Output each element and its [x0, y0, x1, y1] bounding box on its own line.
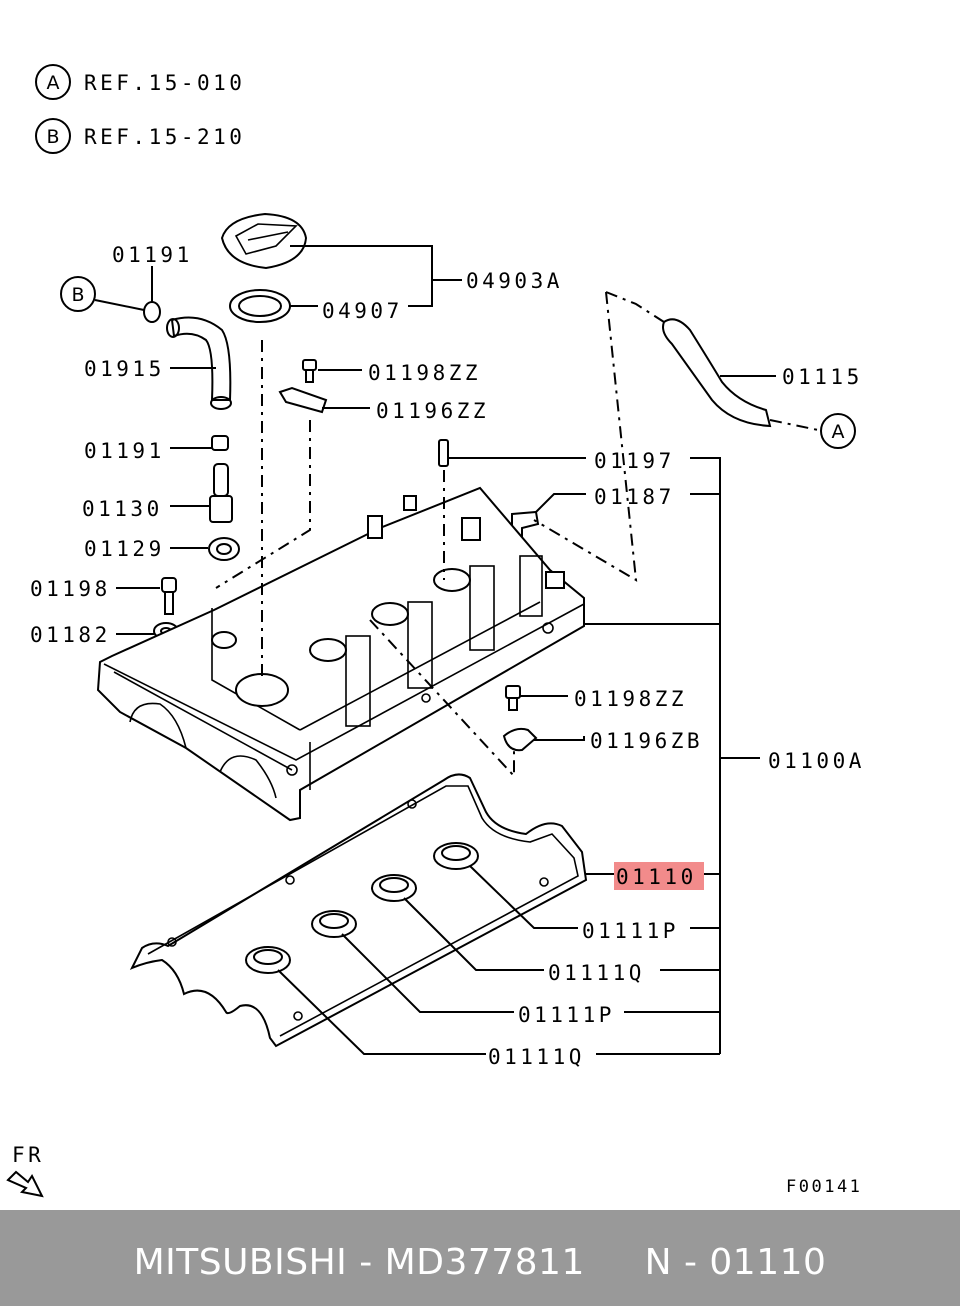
label-01111Q-1: 01111Q	[548, 961, 645, 985]
callout-a-letter: A	[832, 421, 845, 443]
bolt-01198ZZ-bottom	[505, 685, 521, 711]
label-01111Q-2: 01111Q	[488, 1045, 585, 1069]
label-01129: 01129	[84, 537, 165, 561]
reference-a-text: REF.15-010	[84, 71, 245, 95]
label-01111P-2: 01111P	[518, 1003, 615, 1027]
footer-part-number: MITSUBISHI - MD377811 N - 01110	[133, 1242, 827, 1283]
pcv-grommet	[208, 537, 240, 561]
label-01196ZZ: 01196ZZ	[376, 399, 489, 423]
reference-b: B REF.15-210	[35, 118, 245, 154]
rocker-cover-gasket	[129, 773, 588, 1048]
front-arrow-icon	[6, 1170, 44, 1198]
footer-bar: MITSUBISHI - MD377811 N - 01110	[0, 1210, 960, 1306]
label-01100A: 01100A	[768, 749, 865, 773]
callout-a: A	[820, 413, 856, 449]
reference-a: A REF.15-010	[35, 64, 245, 100]
stud-01197	[438, 439, 449, 467]
hose-clamp-mid	[211, 435, 229, 451]
label-01915: 01915	[84, 357, 165, 381]
label-04903A: 04903A	[466, 269, 563, 293]
tube-seal-4	[245, 946, 291, 974]
label-01110: 01110	[616, 865, 697, 889]
assembly-lines	[215, 291, 819, 779]
label-01111P-1: 01111P	[582, 919, 679, 943]
leader-lines	[116, 245, 776, 1055]
label-01191-top: 01191	[112, 243, 193, 267]
breather-hose	[662, 318, 772, 428]
label-01182: 01182	[30, 623, 111, 647]
label-04907: 04907	[322, 299, 403, 323]
bolt-01198	[161, 577, 177, 615]
label-01187: 01187	[594, 485, 675, 509]
reference-b-letter: B	[46, 126, 59, 148]
tube-seal-3	[311, 910, 357, 938]
pcv-valve	[209, 463, 233, 523]
oil-cap-gasket	[229, 289, 291, 323]
label-01197: 01197	[594, 449, 675, 473]
pcv-hose	[166, 316, 232, 410]
label-01130: 01130	[82, 497, 163, 521]
label-01196ZB: 01196ZB	[590, 729, 703, 753]
label-01198ZZ-top: 01198ZZ	[368, 361, 481, 385]
front-marker: FR	[6, 1143, 44, 1198]
callout-b-letter: B	[71, 284, 84, 306]
tube-seal-2	[371, 874, 417, 902]
bracket-01196ZB	[502, 727, 538, 752]
parts-diagram: A REF.15-010 B REF.15-210	[6, 64, 865, 1198]
highlight-01110	[614, 862, 704, 890]
label-01198ZZ-bottom: 01198ZZ	[574, 687, 687, 711]
label-01198: 01198	[30, 577, 111, 601]
front-marker-text: FR	[12, 1143, 44, 1167]
reference-a-letter: A	[47, 72, 60, 94]
rocker-cover	[96, 486, 585, 822]
bolt-01198ZZ-top	[302, 359, 317, 383]
oil-filler-cap	[220, 212, 308, 270]
bracket-01196ZZ	[278, 386, 328, 414]
label-01191-mid: 01191	[84, 439, 165, 463]
tube-seal-1	[433, 842, 479, 870]
reference-b-text: REF.15-210	[84, 125, 245, 149]
figure-code: F00141	[786, 1177, 862, 1197]
hose-clamp-top	[143, 301, 161, 323]
label-01115: 01115	[782, 365, 863, 389]
callout-b: B	[60, 276, 145, 312]
